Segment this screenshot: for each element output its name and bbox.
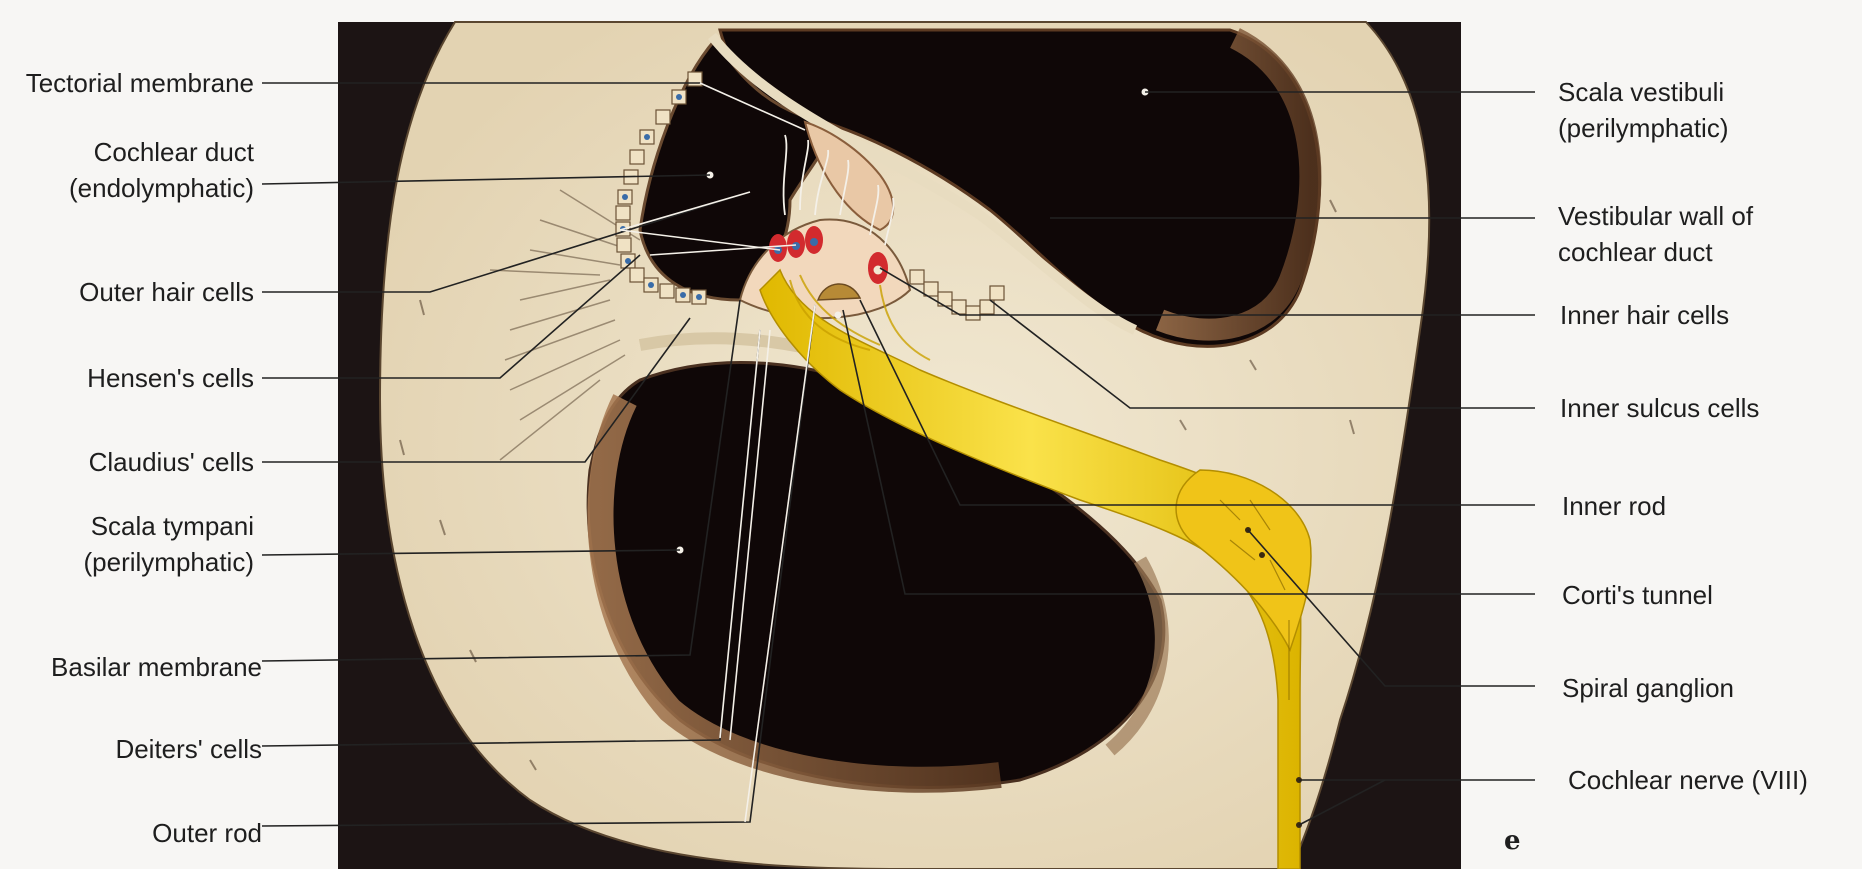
label-tectorial-membrane: Tectorial membrane xyxy=(26,65,254,101)
label-outer-hair-cells: Outer hair cells xyxy=(79,274,254,310)
label-deiters-cells: Deiters' cells xyxy=(115,731,262,767)
label-hensens-cells: Hensen's cells xyxy=(87,360,254,396)
label-claudius-cells: Claudius' cells xyxy=(89,444,254,480)
label-inner-sulcus-cells: Inner sulcus cells xyxy=(1560,390,1759,426)
label-inner-rod: Inner rod xyxy=(1562,488,1666,524)
inner-hair-cell-group xyxy=(868,252,888,284)
label-scala-tympani: Scala tympani (perilymphatic) xyxy=(84,508,255,580)
label-scala-vestibuli: Scala vestibuli (perilymphatic) xyxy=(1558,74,1729,146)
label-inner-hair-cells: Inner hair cells xyxy=(1560,297,1729,333)
label-outer-rod: Outer rod xyxy=(152,815,262,851)
label-cochlear-nerve: Cochlear nerve (VIII) xyxy=(1568,762,1808,798)
label-cochlear-duct: Cochlear duct (endolymphatic) xyxy=(69,134,254,206)
label-spiral-ganglion: Spiral ganglion xyxy=(1562,670,1734,706)
label-vestibular-wall: Vestibular wall of cochlear duct xyxy=(1558,198,1753,270)
figure-letter: e xyxy=(1504,826,1521,856)
label-cortis-tunnel: Corti's tunnel xyxy=(1562,577,1713,613)
label-basilar-membrane: Basilar membrane xyxy=(51,649,262,685)
